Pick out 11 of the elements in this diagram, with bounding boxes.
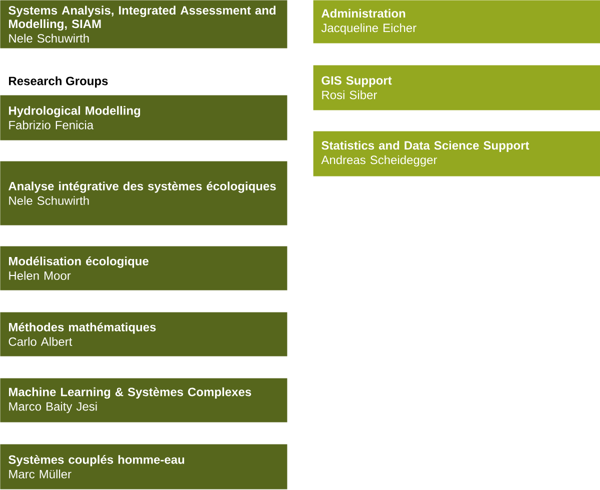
org-unit-box: Machine Learning & Systèmes Complexes Marco Baity Jesi	[0, 378, 288, 422]
org-unit-box: Méthodes mathématiques Carlo Albert	[0, 312, 288, 356]
org-unit-box: Modélisation écologique Helen Moor	[0, 246, 288, 290]
org-unit-box: GIS Support Rosi Siber	[313, 65, 600, 110]
org-unit-box: Systèmes couplés homme-eau Marc Müller	[0, 444, 288, 490]
section-heading: Research Groups	[9, 76, 108, 88]
org-unit-box: Hydrological Modelling Fabrizio Fenicia	[0, 95, 288, 140]
org-unit-box: Statistics and Data Science Support Andreas Scheidegger	[313, 131, 600, 176]
org-unit-box: Administration Jacqueline Eicher	[313, 0, 600, 44]
org-unit-box: Systems Analysis, Integrated Assessment and Modelling, SIAM Nele Schuwirth	[0, 0, 288, 48]
org-unit-box: Analyse intégrative des systèmes écologiques Nele Schuwirth	[0, 161, 288, 226]
